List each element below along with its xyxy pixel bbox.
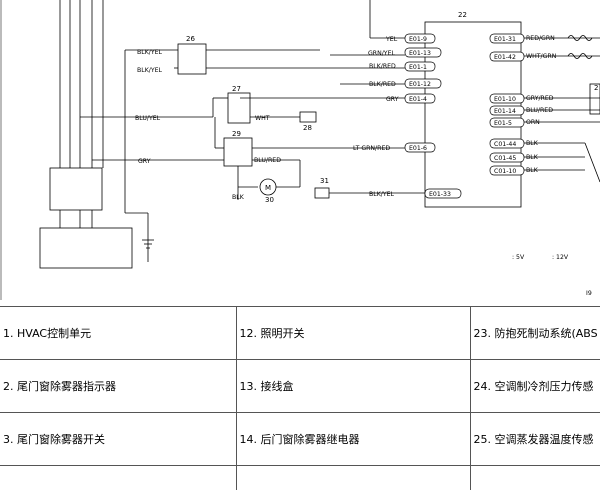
pin-label: E01-12 xyxy=(409,81,431,88)
table-row: 2. 尾门窗除雾器指示器 13. 接线盒 24. 空调制冷剂压力传感 xyxy=(0,360,600,413)
pin-label: E01-6 xyxy=(409,145,427,152)
pin-label: E01-10 xyxy=(494,96,516,103)
connector-number: 28 xyxy=(303,124,312,132)
wire-label: BLU/RED xyxy=(526,107,553,114)
pin-label: E01-1 xyxy=(409,64,427,71)
wire-label: LT GRN/RED xyxy=(353,145,390,152)
wiring-diagram: 22 26 27 28 29 30 31 BLK/YEL BLK/YEL BLU… xyxy=(0,0,600,300)
pin-label: E01-42 xyxy=(494,54,516,61)
wire-label: BLK/YEL xyxy=(137,67,163,74)
wire-label: BLK/YEL xyxy=(369,191,395,198)
motor-symbol: M xyxy=(265,184,271,192)
wire-label: ORN xyxy=(526,119,540,126)
legend-cell xyxy=(0,466,236,490)
legend-cell: 25. 空调蒸发器温度传感 xyxy=(470,413,600,466)
wire-label: GRN/YEL xyxy=(368,50,395,57)
wire-label: RED/GRN xyxy=(526,35,555,42)
pin-label: C01-44 xyxy=(494,141,516,148)
wire-label: GRY/RED xyxy=(526,95,554,102)
wire-label: BLK/RED xyxy=(369,81,396,88)
wire-label: WHT xyxy=(255,115,270,122)
pin-label: E01-4 xyxy=(409,96,427,103)
edge-mark: 2 xyxy=(594,84,598,92)
connector-number: 22 xyxy=(458,11,467,19)
connector-number: 29 xyxy=(232,130,241,138)
pin-label: E01-33 xyxy=(429,191,451,198)
wire-label: WHT/GRN xyxy=(526,53,557,60)
legend-cell: 23. 防抱死制动系统(ABS xyxy=(470,307,600,360)
wire-label: BLK/RED xyxy=(369,63,396,70)
pin-label: E01-14 xyxy=(494,108,516,115)
pin-label: E01-31 xyxy=(494,36,516,43)
connector-number: 30 xyxy=(265,196,274,204)
legend-cell: 3. 尾门窗除雾器开关 xyxy=(0,413,236,466)
legend-cell: 1. HVAC控制单元 xyxy=(0,307,236,360)
wire-label: BLU/YEL xyxy=(135,115,161,122)
legend-table: 1. HVAC控制单元 12. 照明开关 23. 防抱死制动系统(ABS 2. … xyxy=(0,306,600,490)
legend-cell: 14. 后门窗除雾器继电器 xyxy=(236,413,470,466)
wire-label: BLK xyxy=(526,167,539,174)
table-row xyxy=(0,466,600,490)
legend-cell: 12. 照明开关 xyxy=(236,307,470,360)
connector-number: 27 xyxy=(232,85,241,93)
pin-label: E01-13 xyxy=(409,50,431,57)
pin-label: C01-45 xyxy=(494,155,516,162)
legend-cell xyxy=(236,466,470,490)
wire-label: YEL xyxy=(385,36,398,43)
table-row: 3. 尾门窗除雾器开关 14. 后门窗除雾器继电器 25. 空调蒸发器温度传感 xyxy=(0,413,600,466)
wire-label: GRY xyxy=(386,96,399,103)
legend-cell xyxy=(470,466,600,490)
pin-label: E01-9 xyxy=(409,36,427,43)
wire-label: BLK xyxy=(526,154,539,161)
wire-label: BLK xyxy=(526,140,539,147)
voltage-note: : 12V xyxy=(552,254,569,261)
connector-number: 26 xyxy=(186,35,195,43)
connector-number: 31 xyxy=(320,177,329,185)
wire-label: BLK xyxy=(232,194,245,201)
corner-code: I9 xyxy=(586,290,592,297)
wire-label: GRY xyxy=(138,158,151,165)
pin-label: E01-5 xyxy=(494,120,512,127)
wire-label: BLK/YEL xyxy=(137,49,163,56)
voltage-note: : 5V xyxy=(512,254,525,261)
table-row: 1. HVAC控制单元 12. 照明开关 23. 防抱死制动系统(ABS xyxy=(0,307,600,360)
wire-label: BLU/RED xyxy=(254,157,281,164)
legend-cell: 2. 尾门窗除雾器指示器 xyxy=(0,360,236,413)
pin-label: C01-10 xyxy=(494,168,516,175)
legend-cell: 24. 空调制冷剂压力传感 xyxy=(470,360,600,413)
legend-cell: 13. 接线盒 xyxy=(236,360,470,413)
